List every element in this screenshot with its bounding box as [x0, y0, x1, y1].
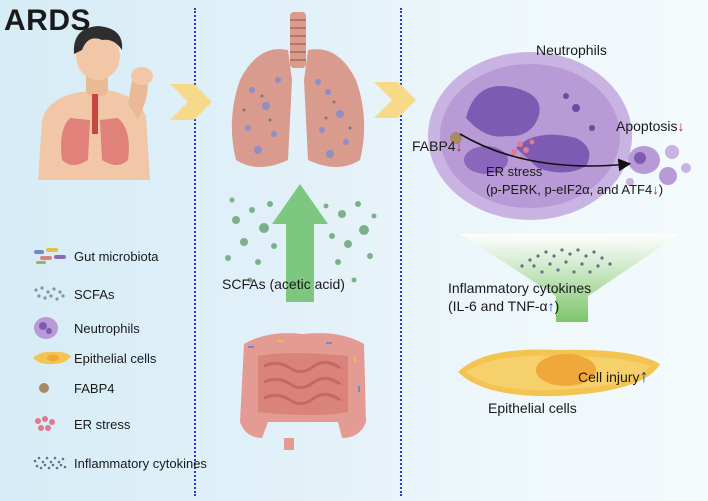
legend-item-er-stress: ER stress	[32, 412, 130, 436]
fabp4-down-arrow: ↓	[455, 138, 463, 154]
er-stress-detail-label: (p-PERK, p-eIF2α, and ATF4↓)	[486, 182, 664, 197]
lungs-illustration	[218, 10, 378, 178]
er-stress-icon	[32, 412, 74, 436]
scfas-acetic-acid-label: SCFAs (acetic acid)	[222, 276, 345, 292]
legend-label: Epithelial cells	[74, 350, 157, 366]
panel-divider-right	[400, 8, 402, 496]
fabp4-to-apoptosis-arrow	[458, 130, 638, 176]
legend-item-neutrophils: Neutrophils	[32, 316, 140, 340]
legend-label: Inflammatory cytokines	[74, 455, 207, 471]
cytokines-label-line1: Inflammatory cytokines	[448, 280, 592, 296]
cytokines-label-line2: (IL-6 and TNF-α↑)	[448, 298, 560, 314]
epithelial-cells-label: Epithelial cells	[488, 400, 577, 416]
gut-microbiota-icon	[32, 244, 74, 268]
cytokine-funnel	[460, 226, 680, 326]
legend-label: FABP4	[74, 380, 115, 396]
apoptosis-label: Apoptosis↓	[616, 118, 685, 134]
neutrophils-label: Neutrophils	[536, 42, 607, 58]
apoptotic-cell-fragments	[618, 138, 698, 190]
legend-label: SCFAs	[74, 286, 115, 302]
scfa-cloud	[214, 180, 384, 310]
cell-injury-label: Cell injury↑	[578, 366, 649, 386]
flow-chevron-2	[372, 80, 418, 120]
intestine-illustration	[228, 326, 378, 454]
legend-item-inflammatory-cytokines: Inflammatory cytokines	[32, 451, 207, 475]
panel-divider-left	[194, 8, 196, 496]
page-title: ARDS	[4, 4, 92, 37]
legend-item-gut-microbiota: Gut microbiota	[32, 244, 159, 268]
scfas-icon	[32, 282, 74, 306]
legend-label: Gut microbiota	[74, 248, 159, 264]
neutrophil-cell	[426, 48, 634, 224]
fabp4-label: FABP4↓	[412, 138, 463, 154]
cell-injury-up-arrow: ↑	[639, 366, 649, 386]
epithelial-cell-icon	[32, 346, 74, 370]
legend-item-fabp4: FABP4	[32, 376, 114, 400]
flow-chevron-1	[168, 82, 214, 122]
atf4-down-arrow: ↓	[652, 182, 659, 197]
neutrophil-icon	[32, 316, 74, 340]
legend-item-scfas: SCFAs	[32, 282, 114, 306]
fabp4-icon	[32, 376, 74, 400]
epithelial-cell	[454, 340, 664, 402]
cytokines-up-arrow: ↑	[547, 298, 555, 314]
inflammatory-cytokines-icon	[32, 451, 74, 475]
legend-label: ER stress	[74, 416, 131, 432]
coughing-person-illustration	[28, 20, 188, 180]
legend-label: Neutrophils	[74, 320, 140, 336]
legend-item-epithelial-cells: Epithelial cells	[32, 346, 156, 370]
apoptosis-down-arrow: ↓	[677, 118, 685, 134]
er-stress-label: ER stress	[486, 164, 543, 179]
